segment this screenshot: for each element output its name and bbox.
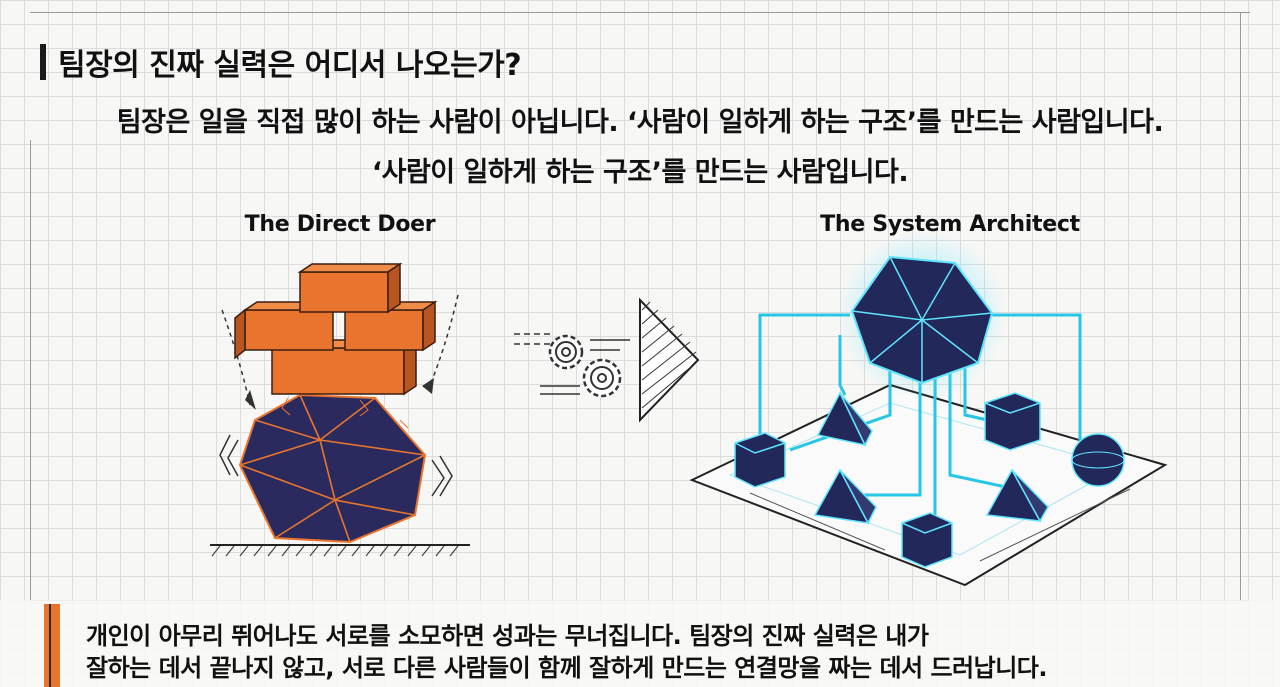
gear-icon [548,334,584,370]
page-title: 팀장의 진짜 실력은 어디서 나오는가? [58,48,522,83]
left-illustration-label: The Direct Doer [244,212,436,237]
system-architect-illustration [689,230,1168,587]
frame-left-line [30,140,31,600]
caption-line-2: 잘하는 데서 끝나지 않고, 서로 다른 사람들이 함께 잘하게 만드는 연결망… [86,654,1047,682]
caption-line-1: 개인이 아무리 뛰어나도 서로를 소모하면 성과는 무너집니다. 팀장의 진짜 … [86,622,929,650]
direct-doer-illustration [210,262,470,557]
right-illustration-label: The System Architect [820,212,1080,237]
frame-top-line [30,12,1250,13]
title-accent-bar [40,44,46,80]
subtitle-line-1: 팀장은 일을 직접 많이 하는 사람이 아닙니다. ‘사람이 일하게 하는 구조… [116,107,1164,138]
caption-area [0,600,1280,687]
subtitle-line-2: ‘사람이 일하게 하는 구조’를 만드는 사람입니다. [371,157,909,188]
frame-right-line [1240,12,1241,602]
caption-accent-bar [44,604,60,687]
transition-arrow-illustration [514,297,700,423]
gear-icon-2 [582,358,622,398]
